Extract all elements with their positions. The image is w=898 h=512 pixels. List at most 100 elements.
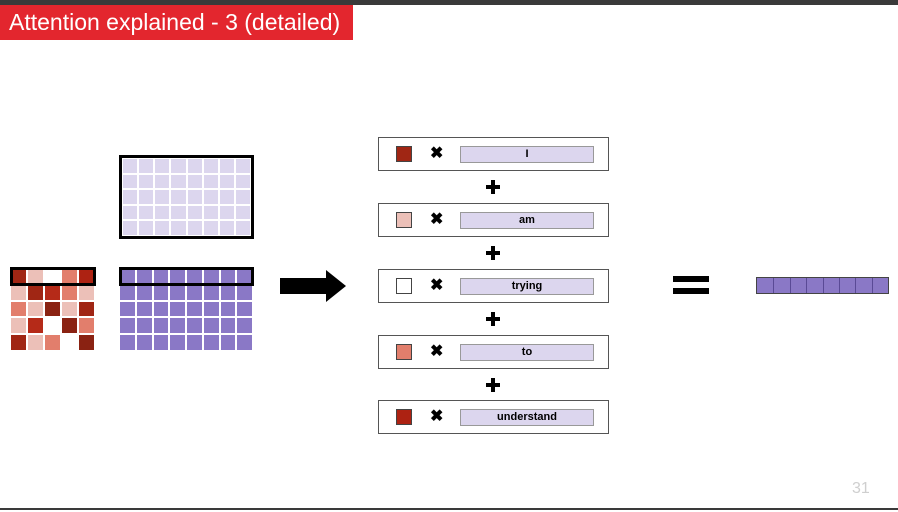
bottom-line [0, 508, 898, 510]
weighted-term: ✖ to [378, 335, 609, 369]
equals-icon [673, 276, 709, 296]
key-matrix-cell [154, 158, 171, 174]
value-matrix-cell [186, 300, 203, 318]
key-matrix-cell [138, 173, 155, 190]
key-matrix-cell [170, 158, 187, 174]
key-matrix-cell [202, 204, 219, 221]
key-matrix-cell [122, 158, 139, 174]
value-matrix-cell [202, 267, 220, 284]
value-matrix-cell [135, 267, 153, 284]
attention-matrix-cell [44, 267, 61, 284]
value-matrix-cell [119, 283, 136, 301]
result-vector [756, 277, 889, 294]
value-vector-word: to [460, 344, 594, 361]
key-matrix-cell [186, 189, 203, 205]
attention-matrix-cell [44, 283, 61, 301]
key-matrix-cell [122, 204, 139, 221]
key-matrix-cell [138, 189, 155, 205]
weighted-term: ✖ trying [378, 269, 609, 303]
value-matrix-cell [152, 283, 170, 301]
value-matrix-cell [236, 300, 253, 318]
value-matrix [119, 267, 253, 351]
attention-matrix-cell [44, 317, 61, 335]
attention-matrix-cell [10, 334, 27, 351]
attention-weight-swatch [396, 146, 412, 162]
value-matrix-cell [202, 300, 220, 318]
attention-matrix-cell [78, 267, 95, 284]
attention-matrix-cell [78, 334, 95, 351]
value-matrix-cell [119, 300, 136, 318]
attention-weight-swatch [396, 212, 412, 228]
value-matrix-cell [152, 334, 170, 351]
value-matrix-cell [202, 283, 220, 301]
key-matrix-cell [170, 204, 187, 221]
value-matrix-cell [186, 334, 203, 351]
attention-matrix-cell [27, 317, 44, 335]
attention-matrix-cell [27, 267, 44, 284]
key-matrix-cell [218, 158, 235, 174]
value-matrix-cell [119, 267, 136, 284]
result-vector-cell [806, 278, 823, 293]
key-matrix-cell [202, 220, 219, 236]
value-matrix-cell [219, 300, 237, 318]
key-matrix-cell [202, 189, 219, 205]
value-matrix-cell [169, 334, 186, 351]
attention-matrix-cell [61, 300, 78, 318]
plus-icon [485, 179, 501, 195]
key-matrix-cell [218, 204, 235, 221]
attention-matrix-cell [61, 283, 78, 301]
key-matrix-cell [218, 220, 235, 236]
value-matrix-cell [135, 283, 153, 301]
key-matrix-cell [234, 158, 251, 174]
key-matrix-cell [170, 220, 187, 236]
attention-weight-swatch [396, 278, 412, 294]
top-bar [0, 0, 898, 5]
key-matrix-cell [186, 204, 203, 221]
value-matrix-cell [152, 267, 170, 284]
value-matrix-cell [135, 300, 153, 318]
key-matrix-cell [122, 173, 139, 190]
result-vector-cell [822, 278, 839, 293]
value-vector-word: understand [460, 409, 594, 426]
value-vector-word: trying [460, 278, 594, 295]
value-matrix-cell [202, 334, 220, 351]
plus-icon [485, 377, 501, 393]
key-matrix [119, 155, 254, 239]
key-matrix-cell [154, 173, 171, 190]
attention-matrix-cell [27, 300, 44, 318]
value-matrix-cell [169, 267, 186, 284]
key-matrix-cell [122, 220, 139, 236]
result-vector-cell [757, 278, 774, 293]
attention-matrix-cell [78, 300, 95, 318]
attention-weight-swatch [396, 344, 412, 360]
key-matrix-cell [170, 173, 187, 190]
value-vector-word: am [460, 212, 594, 229]
attention-matrix-cell [10, 283, 27, 301]
key-matrix-cell [138, 204, 155, 221]
value-matrix-cell [169, 283, 186, 301]
key-matrix-cell [138, 158, 155, 174]
value-matrix-cell [186, 317, 203, 335]
result-vector-cell [838, 278, 856, 293]
weighted-term: ✖am [378, 203, 609, 237]
result-vector-cell [789, 278, 807, 293]
value-matrix-cell [202, 317, 220, 335]
value-matrix-cell [135, 317, 153, 335]
value-matrix-cell [236, 283, 253, 301]
attention-matrix-cell [61, 334, 78, 351]
value-matrix-cell [236, 317, 253, 335]
attention-matrix-cell [10, 300, 27, 318]
right-arrow-icon [280, 270, 346, 302]
value-matrix-cell [186, 267, 203, 284]
value-matrix-cell [219, 334, 237, 351]
value-matrix-cell [169, 317, 186, 335]
value-matrix-cell [152, 300, 170, 318]
key-matrix-cell [170, 189, 187, 205]
times-icon: ✖ [430, 343, 444, 360]
key-matrix-cell [154, 220, 171, 236]
result-vector-cell [855, 278, 872, 293]
value-matrix-cell [236, 267, 253, 284]
weighted-term: ✖I [378, 137, 609, 171]
times-icon: ✖ [430, 277, 444, 294]
value-vector-word: I [460, 146, 594, 163]
